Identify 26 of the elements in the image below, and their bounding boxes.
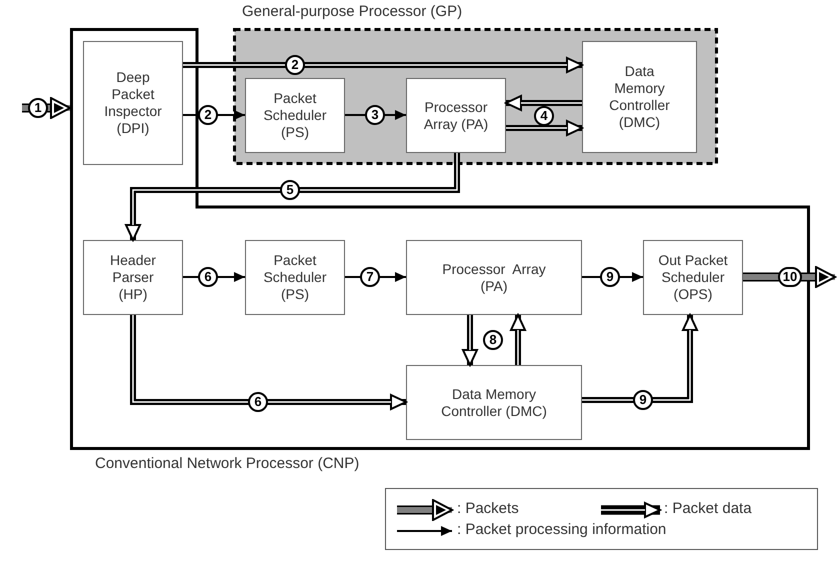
step-number: 1 <box>28 98 48 118</box>
legend-label: : Packet processing information <box>457 521 666 538</box>
process-box <box>643 240 743 315</box>
legend-label: : Packets <box>457 500 519 517</box>
process-box <box>582 41 697 153</box>
process-box <box>406 240 582 315</box>
box-label: Header Parser (HP) <box>109 252 157 303</box>
box-label: Out Packet Scheduler (OPS) <box>657 252 729 303</box>
step-number: 5 <box>280 180 300 200</box>
step-number: 2 <box>198 105 218 125</box>
process-box <box>406 78 506 153</box>
process-box <box>83 41 183 165</box>
box-label: Deep Packet Inspector (DPI) <box>103 69 163 137</box>
group-heading: General-purpose Processor (GP) <box>242 3 462 20</box>
box-label: Data Memory Controller (DMC) <box>440 386 548 420</box>
legend-label: : Packet data <box>664 500 752 517</box>
process-box <box>406 365 582 440</box>
box-label: Processor Array (PA) <box>441 260 547 294</box>
process-box <box>245 78 345 153</box>
box-label: Processor Array (PA) <box>422 98 490 132</box>
box-label: Data Memory Controller (DMC) <box>608 63 671 131</box>
group-heading: Conventional Network Processor (CNP) <box>95 455 360 472</box>
box-label: Packet Scheduler (PS) <box>262 90 328 141</box>
box-label: Packet Scheduler (PS) <box>262 252 328 303</box>
process-box <box>245 240 345 315</box>
process-box <box>83 240 183 315</box>
